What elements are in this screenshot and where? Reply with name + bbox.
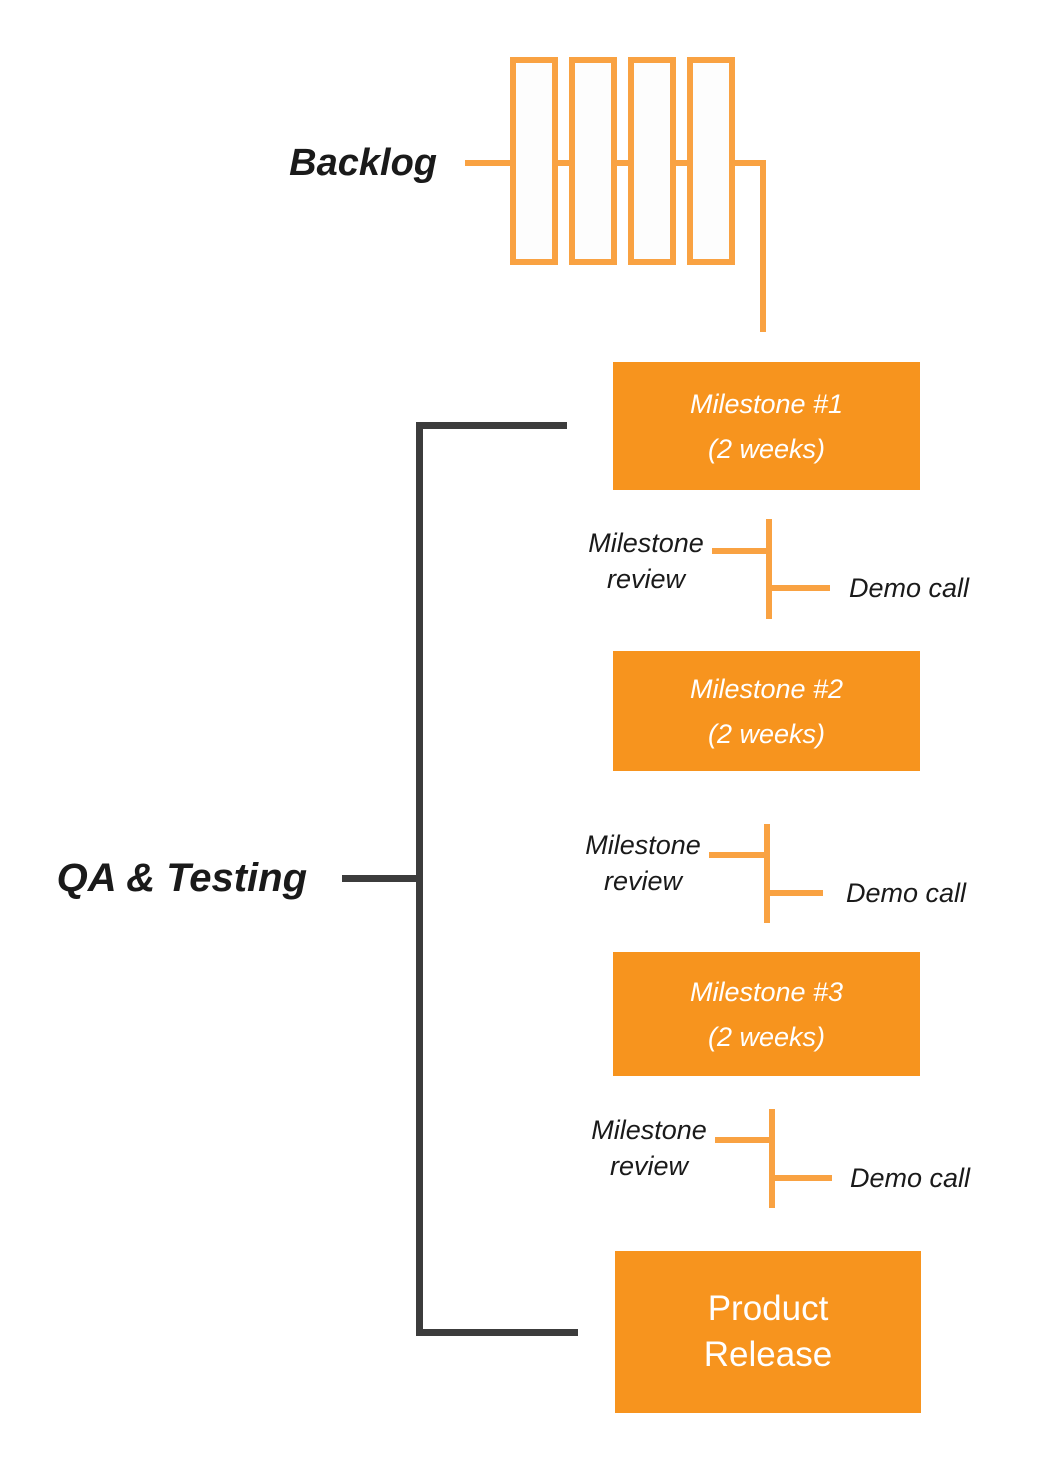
milestone-review-label: Milestone review: [591, 1115, 707, 1181]
qa-testing-label: QA & Testing: [56, 856, 307, 900]
qa-label-connector-line: [342, 875, 416, 882]
demo-call-label: Demo call: [849, 573, 970, 603]
milestone-3-box: Milestone #3 (2 weeks): [613, 952, 920, 1076]
backlog-tail-line-horizontal: [733, 160, 766, 166]
milestone-review-label: Milestone review: [588, 528, 704, 594]
review-1-left-line: [712, 548, 769, 554]
backlog-card-connector: [615, 160, 630, 166]
milestone-2-duration: (2 weeks): [707, 718, 826, 749]
demo-call-label: Demo call: [846, 878, 967, 908]
backlog-tail-line-vertical: [760, 160, 766, 332]
milestone-2-box: Milestone #2 (2 weeks): [613, 651, 920, 771]
review-3-right-line: [772, 1175, 832, 1181]
review-1-vertical-line: [766, 519, 772, 619]
product-release-line2: Release: [703, 1335, 833, 1374]
milestone-3-duration: (2 weeks): [707, 1021, 826, 1052]
milestone-review-label: Milestone review: [585, 830, 701, 896]
qa-bracket-bottom-line: [416, 1329, 578, 1336]
backlog-card: [510, 57, 558, 265]
backlog-label: Backlog: [289, 142, 437, 184]
review-2-vertical-line: [764, 824, 770, 923]
qa-bracket-top-line: [416, 422, 567, 429]
review-2-left-line: [709, 852, 767, 858]
milestone-1-duration: (2 weeks): [707, 433, 826, 464]
backlog-card-connector: [674, 160, 689, 166]
milestone-1-title: Milestone #1: [689, 388, 844, 419]
backlog-lead-line: [465, 160, 511, 166]
review-3-vertical-line: [769, 1109, 775, 1208]
backlog-card-connector: [556, 160, 571, 166]
product-release-line1: Product: [707, 1289, 829, 1328]
review-2-right-line: [767, 890, 823, 896]
milestone-1-box: Milestone #1 (2 weeks): [613, 362, 920, 490]
backlog-card: [569, 57, 617, 265]
milestone-3-title: Milestone #3: [689, 976, 844, 1007]
backlog-card: [628, 57, 676, 265]
backlog-card: [687, 57, 735, 265]
review-1-right-line: [769, 585, 830, 591]
qa-bracket-vertical-line: [416, 422, 423, 1336]
demo-call-label: Demo call: [850, 1163, 971, 1193]
milestone-2-title: Milestone #2: [689, 673, 844, 704]
product-release-box: Product Release: [615, 1251, 921, 1413]
review-3-left-line: [715, 1137, 772, 1143]
